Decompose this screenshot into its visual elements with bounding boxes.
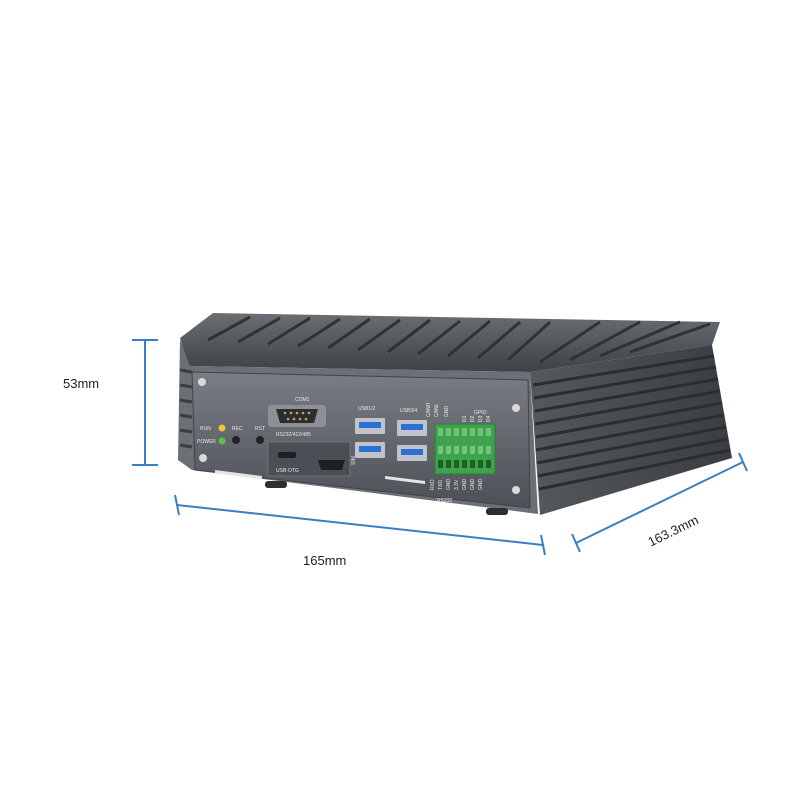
rxd-label: RXD <box>430 479 436 490</box>
v33-label: 3.3V <box>454 479 460 490</box>
depth-dimension <box>571 452 748 553</box>
d1-label: D1 <box>462 415 468 422</box>
power-label: POWER <box>197 439 216 445</box>
side-heatsink <box>530 345 732 515</box>
top-heatsink <box>180 313 720 372</box>
depth-label: 163.3mm <box>646 512 701 549</box>
front-trim-right <box>385 476 425 484</box>
rec-button-icon <box>232 436 240 444</box>
terminal-block-icon: CANH CANL GND GPIO D1 D2 D3 D4 RXD TXD G… <box>426 402 496 504</box>
screw-icon <box>512 404 520 412</box>
run-led-icon <box>218 424 226 432</box>
reset-button-icon <box>256 436 264 444</box>
screw-icon <box>512 486 520 494</box>
gnd-label-3: GND <box>462 479 468 491</box>
rs232-label: RS232 <box>437 498 453 504</box>
height-label: 53mm <box>63 376 99 391</box>
otg-recess <box>267 441 351 477</box>
gpio-label: GPIO <box>474 410 487 416</box>
d3-label: D3 <box>478 415 484 422</box>
screw-icon <box>198 378 206 386</box>
usb-ports <box>355 418 427 461</box>
width-dimension <box>174 494 546 556</box>
d2-label: D2 <box>470 415 476 422</box>
foot-right <box>486 508 508 515</box>
db9-connector-icon <box>276 409 318 423</box>
rst-label: RST <box>255 426 265 432</box>
usb34-label: USB3/4 <box>400 408 417 414</box>
side-fins <box>532 354 731 491</box>
sim-label: SIM <box>351 456 357 465</box>
usb-c-port-icon <box>278 452 296 458</box>
gnd-label: GND <box>444 406 450 418</box>
gnd-label-4: GND <box>470 479 476 491</box>
width-label: 165mm <box>303 553 346 568</box>
hdmi-port-icon <box>318 460 345 470</box>
device: RUN POWER REC RST COM1 RS232/422/485 USB… <box>178 313 732 515</box>
txd-label: TXD <box>438 480 444 490</box>
usb-otg-label: USB-OTG <box>276 468 299 474</box>
rec-label: REC <box>232 426 243 432</box>
top-fins <box>207 315 711 364</box>
gnd-label-5: GND <box>478 479 484 491</box>
foot-left <box>265 481 287 488</box>
com-sub-label: RS232/422/485 <box>276 432 311 438</box>
height-dimension <box>132 339 158 466</box>
canh-label: CANH <box>426 402 432 417</box>
left-fins <box>179 368 193 449</box>
screw-icon <box>199 454 207 462</box>
db9-pins <box>283 411 311 421</box>
run-label: RUN <box>200 426 211 432</box>
front-trim-left <box>215 470 262 479</box>
d4-label: D4 <box>486 415 492 422</box>
power-led-icon <box>218 437 226 445</box>
usb12-label: USB1/2 <box>358 406 375 412</box>
com-label: COM1 <box>295 397 310 403</box>
canl-label: CANL <box>434 403 440 417</box>
gnd-label-2: GND <box>446 479 452 491</box>
